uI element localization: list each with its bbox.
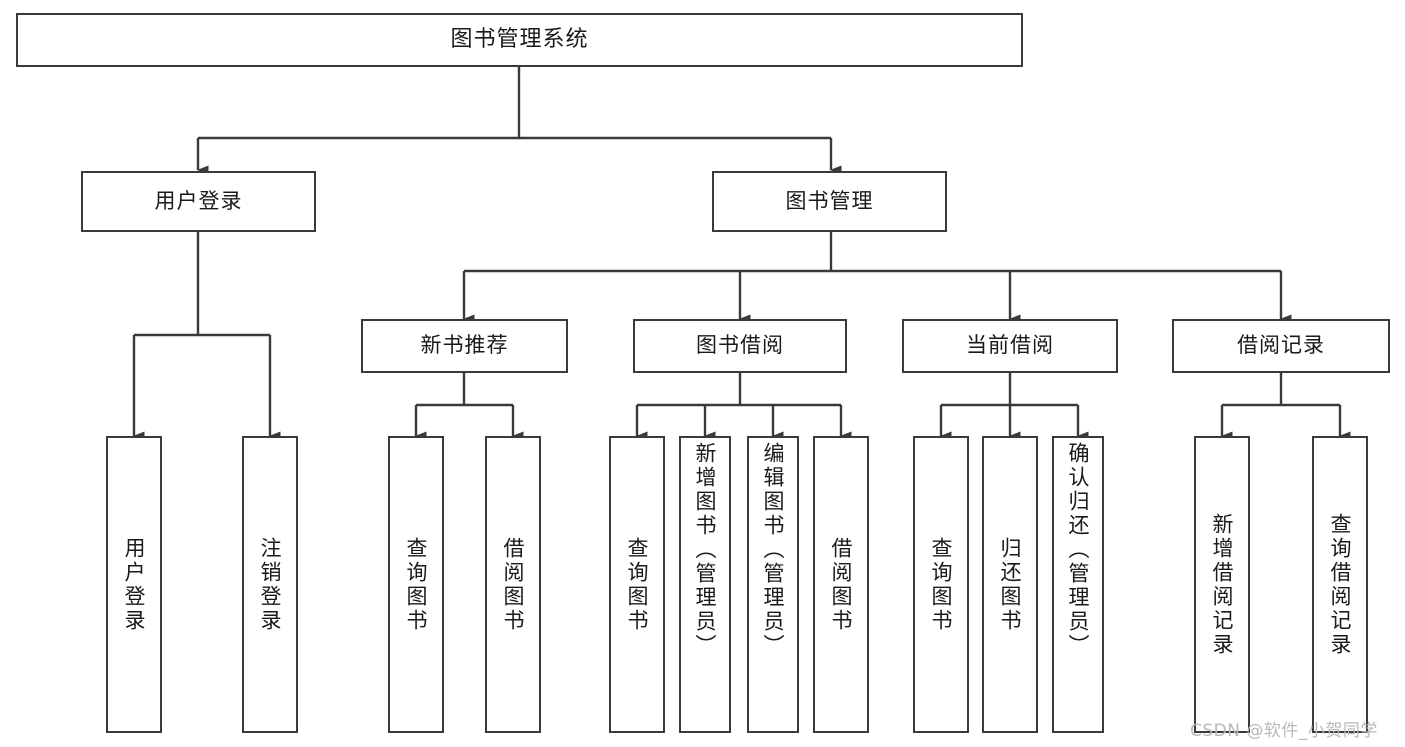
leaf-user-login-signout[interactable]: 注销登录 [242,436,298,733]
node-current-borrow[interactable]: 当前借阅 [902,319,1118,373]
node-root-system[interactable]: 图书管理系统 [16,13,1023,67]
node-new-book-recommend[interactable]: 新书推荐 [361,319,568,373]
csdn-watermark: CSDN @软件_小贺同学 [1190,721,1378,741]
node-user-login[interactable]: 用户登录 [81,171,316,232]
leaf-user-login-signin[interactable]: 用户登录 [106,436,162,733]
leaf-current-borrow-query[interactable]: 查询图书 [913,436,969,733]
node-book-borrow[interactable]: 图书借阅 [633,319,847,373]
leaf-book-borrow-query[interactable]: 查询图书 [609,436,665,733]
node-book-management[interactable]: 图书管理 [712,171,947,232]
leaf-current-borrow-confirm-return[interactable]: 确认归还（管理员） [1052,436,1104,733]
leaf-current-borrow-return[interactable]: 归还图书 [982,436,1038,733]
leaf-new-book-query[interactable]: 查询图书 [388,436,444,733]
leaf-borrow-record-add[interactable]: 新增借阅记录 [1194,436,1250,733]
leaf-book-borrow-add[interactable]: 新增图书（管理员） [679,436,731,733]
node-borrow-record[interactable]: 借阅记录 [1172,319,1390,373]
leaf-book-borrow-lend[interactable]: 借阅图书 [813,436,869,733]
leaf-borrow-record-query[interactable]: 查询借阅记录 [1312,436,1368,733]
leaf-book-borrow-edit[interactable]: 编辑图书（管理员） [747,436,799,733]
leaf-new-book-borrow[interactable]: 借阅图书 [485,436,541,733]
